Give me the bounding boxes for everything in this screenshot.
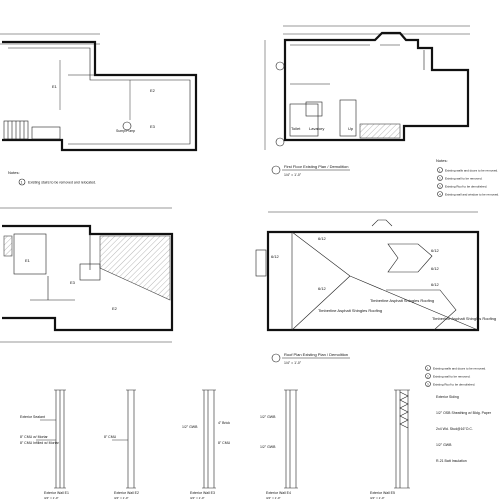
roof-slope-3: 6/12: [318, 286, 327, 291]
sump-pump-label: Sump/Pump: [116, 129, 135, 133]
roof-note-1-text: Existing walls and doors to be removed.: [433, 367, 486, 371]
roof-slope-6: 6/12: [431, 282, 440, 287]
second-floor-label-e2: E2: [112, 306, 118, 311]
basement-label-e3: E3: [150, 124, 156, 129]
roof-label-center: Timberline Asphalt Shingles Roofing: [370, 298, 434, 303]
second-floor-label-e1: E1: [25, 258, 31, 263]
roof-label-left: Timberline Asphalt Shingles Roofing: [318, 308, 382, 313]
roof-plan: 6/12 6/12 6/12 6/12 6/12 6/12 Timberline…: [255, 211, 496, 387]
e5-callout-5: R-21 Batt Insulation: [436, 459, 467, 463]
first-floor-plan: Toilet Lavatory Up First Floor Existing …: [264, 25, 499, 197]
e1-title: Exterior Wall E1: [44, 491, 69, 495]
e3-callout-3: 8" CMU: [218, 441, 231, 445]
stair-up-label: Up: [348, 126, 354, 131]
e5-title: Exterior Wall E5: [370, 491, 395, 495]
roof-note-2-num: 2: [427, 375, 429, 379]
roof-slope-1: 6/12: [318, 236, 327, 241]
wall-section-e5: Exterior Siding 1/2" OSB Sheathing w/ Bl…: [370, 389, 492, 500]
ff-note-3-num: 3: [439, 185, 441, 189]
roof-note-1-num: 1: [427, 367, 429, 371]
ff-note-1-num: 1: [439, 169, 441, 173]
roof-note-3-num: 3: [427, 383, 429, 387]
e1-callout-2: 8" CMU w/ Mortar: [20, 435, 49, 439]
e5-scale: 3/4" = 1'-0": [370, 496, 385, 500]
second-floor-plan: E1 E2 E3: [0, 207, 174, 343]
e1-scale: 3/4" = 1'-0": [44, 496, 59, 500]
basement-notes-title: Notes:: [8, 170, 20, 175]
e1-callout-3: 8" CMU Infilled w/ Mortar: [20, 441, 60, 445]
e5-callout-1: Exterior Siding: [436, 395, 459, 399]
ff-grid-bubble: [275, 61, 285, 71]
e3-title: Exterior Wall E3: [190, 491, 215, 495]
first-floor-scale: 1/4" = 1'-0": [284, 173, 302, 177]
basement-note-1-text: Existing stairs to be removed and reloca…: [28, 181, 96, 185]
wall-section-e1: Exterior Sealant 8" CMU w/ Mortar 8" CMU…: [20, 389, 69, 500]
basement-note-1-num: 1: [21, 181, 23, 185]
first-floor-title: First Floor Existing Plan / Demolition: [284, 164, 348, 169]
e5-callout-2: 1/2" OSB Sheathing w/ Bldg. Paper: [436, 411, 492, 415]
e3-scale: 3/4" = 1'-0": [190, 496, 205, 500]
toilet-label: Toilet: [291, 126, 301, 131]
e5-callout-3: 2x4 Wd. Stud@16"O.C.: [436, 427, 473, 431]
first-floor-notes-title: Notes:: [436, 158, 448, 163]
wall-section-e3: 4" Brick 1/2" GWB 8" CMU Exterior Wall E…: [182, 389, 231, 500]
roof-plan-title: Roof Plan Existing Plan / Demolition: [284, 352, 348, 357]
ff-note-3-text: Existing Roof to be demolished.: [445, 185, 487, 189]
roof-plan-scale: 1/4" = 1'-0": [284, 361, 302, 365]
e3-callout-1: 4" Brick: [218, 421, 230, 425]
e4-callout-1: 1/2" GWB: [260, 415, 276, 419]
e1-callout-1: Exterior Sealant: [20, 415, 45, 419]
e2-callout-1: 8" CMU: [104, 435, 117, 439]
roof-slope-5: 6/12: [431, 266, 440, 271]
e5-callout-4: 1/2" GWB: [436, 443, 452, 447]
lavatory-label: Lavatory: [309, 126, 324, 131]
wall-section-e2: 8" CMU Exterior Wall E2 3/4" = 1'-0": [104, 389, 139, 500]
roof-note-2-text: Existing wall to be removed.: [433, 375, 471, 379]
roof-note-3-text: Existing Roof to be demolished.: [433, 383, 475, 387]
roof-title-bubble: [271, 353, 281, 363]
ff-note-4-text: Existing wall and window to be removed.: [445, 193, 499, 197]
ff-title-bubble: [271, 165, 281, 175]
roof-slope-4: 6/12: [431, 248, 440, 253]
wall-section-e4: 1/2" GWB 1/2" GWB Exterior Wall E4 3/4" …: [260, 389, 298, 500]
e4-title: Exterior Wall E4: [266, 491, 291, 495]
basement-stair: [3, 120, 29, 140]
ff-grid-bubble-2: [275, 137, 285, 147]
basement-label-e2: E2: [150, 88, 156, 93]
second-floor-label-e3: E3: [70, 280, 76, 285]
e2-scale: 3/4" = 1'-0": [114, 496, 129, 500]
ff-note-2-num: 2: [439, 177, 441, 181]
e4-scale: 3/4" = 1'-0": [266, 496, 281, 500]
e2-title: Exterior Wall E2: [114, 491, 139, 495]
ff-note-2-text: Existing wall to be removed.: [445, 177, 483, 181]
roof-notes: 1 Existing walls and doors to be removed…: [425, 365, 486, 387]
basement-label-e1: E1: [52, 84, 58, 89]
roof-label-right: Timberline Asphalt Shingles Roofing: [432, 316, 496, 321]
first-floor-notes: 1 Existing walls and doors to be removed…: [437, 167, 499, 197]
basement-plan: E1 E2 E3 Sump/Pump Notes: 1 Existing sta…: [0, 33, 198, 186]
e3-callout-2: 1/2" GWB: [182, 425, 198, 429]
ff-note-4-num: 4: [439, 193, 441, 197]
basement-note-1-marker: [18, 178, 26, 186]
roof-slope-2: 6/12: [271, 254, 280, 259]
e4-callout-2: 1/2" GWB: [260, 445, 276, 449]
ff-note-1-text: Existing walls and doors to be removed.: [445, 169, 498, 173]
